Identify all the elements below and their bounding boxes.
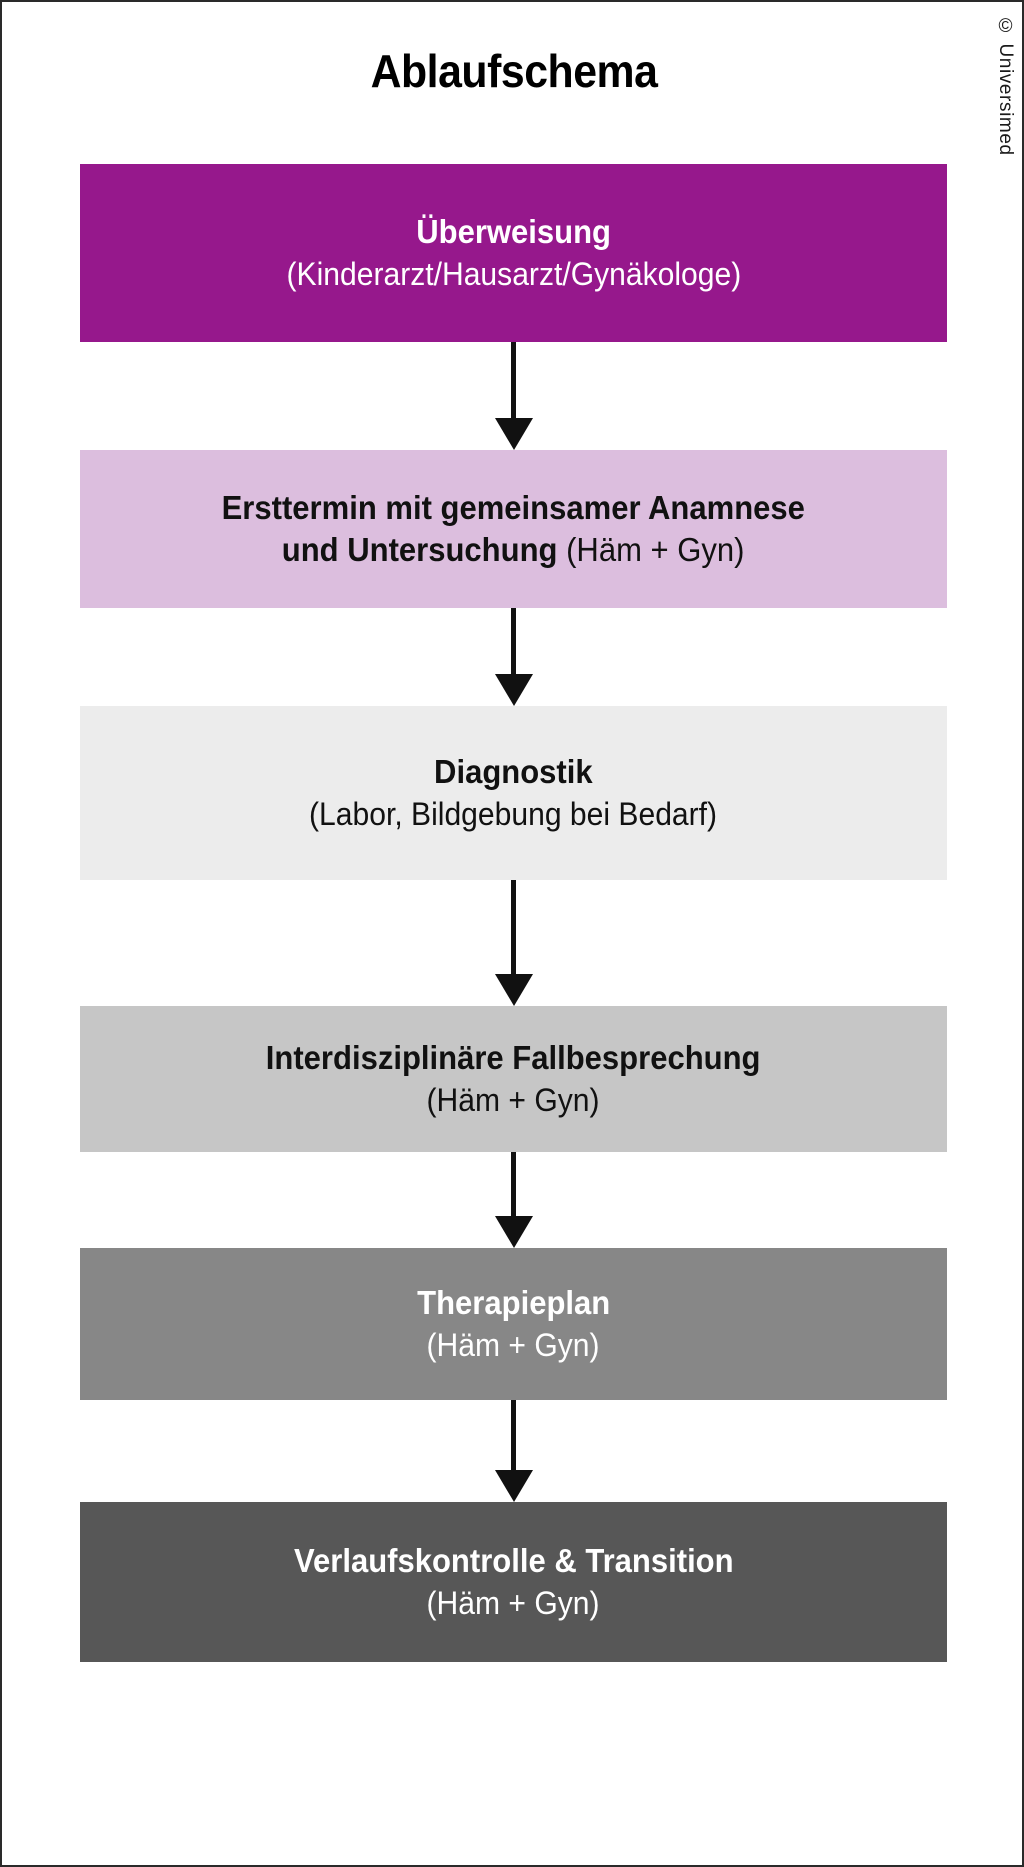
arrow-head (494, 1216, 533, 1248)
flow-step-headline: Verlaufskontrolle & Transition (293, 1542, 734, 1580)
arrow-shaft (511, 1152, 516, 1217)
flow-step-line2-bold: und Untersuchung (282, 531, 567, 568)
flow-step-line2-regular: (Häm + Gyn) (566, 531, 745, 568)
flow-step-fallbesprechung[interactable]: Interdisziplinäre Fallbesprechung (Häm +… (80, 1006, 947, 1152)
flow-step-headline: Therapieplan (416, 1284, 611, 1322)
arrow-shaft (511, 880, 516, 975)
flow-step-headline: Diagnostik (434, 753, 593, 791)
flow-step-diagnostik[interactable]: Diagnostik (Labor, Bildgebung bei Bedarf… (80, 706, 947, 880)
flow-connector-1 (80, 342, 947, 450)
flow-step-subline: (Häm + Gyn) (427, 1584, 600, 1621)
arrow-shaft (511, 1400, 516, 1471)
down-arrow-icon (494, 1152, 533, 1248)
flow-connector-5 (80, 1400, 947, 1502)
down-arrow-icon (494, 880, 533, 1006)
down-arrow-icon (494, 608, 533, 706)
flow-step-subline: (Häm + Gyn) (427, 1081, 600, 1118)
flow-step-subline: (Labor, Bildgebung bei Bedarf) (309, 795, 718, 832)
flow-step-ueberweisung[interactable]: Überweisung (Kinderarzt/Hausarzt/Gynäkol… (80, 164, 947, 342)
down-arrow-icon (494, 1400, 533, 1502)
flow-step-line1: Ersttermin mit gemeinsamer Anamnese (221, 488, 806, 526)
arrow-head (494, 974, 533, 1006)
flow-step-line2: und Untersuchung (Häm + Gyn) (282, 529, 745, 571)
flow-diagram: Überweisung (Kinderarzt/Hausarzt/Gynäkol… (80, 164, 947, 1662)
arrow-shaft (511, 342, 516, 419)
flow-step-subline: (Häm + Gyn) (427, 1326, 600, 1363)
arrow-shaft (511, 608, 516, 675)
flow-connector-2 (80, 608, 947, 706)
down-arrow-icon (494, 342, 533, 450)
flow-connector-3 (80, 880, 947, 1006)
flow-connector-4 (80, 1152, 947, 1248)
flow-step-ersttermin[interactable]: Ersttermin mit gemeinsamer Anamnese und … (80, 450, 947, 608)
flow-step-verlaufskontrolle[interactable]: Verlaufskontrolle & Transition (Häm + Gy… (80, 1502, 947, 1662)
copyright-notice: © Universimed (995, 16, 1016, 156)
arrow-head (494, 674, 533, 706)
flow-step-therapieplan[interactable]: Therapieplan (Häm + Gyn) (80, 1248, 947, 1400)
arrow-head (494, 1470, 533, 1502)
flow-step-headline: Überweisung (416, 213, 611, 251)
flow-step-headline: Interdisziplinäre Fallbesprechung (266, 1039, 761, 1077)
page-title: Ablaufschema (370, 45, 658, 97)
flow-step-subline: (Kinderarzt/Hausarzt/Gynäkologe) (286, 255, 741, 292)
arrow-head (494, 418, 533, 450)
